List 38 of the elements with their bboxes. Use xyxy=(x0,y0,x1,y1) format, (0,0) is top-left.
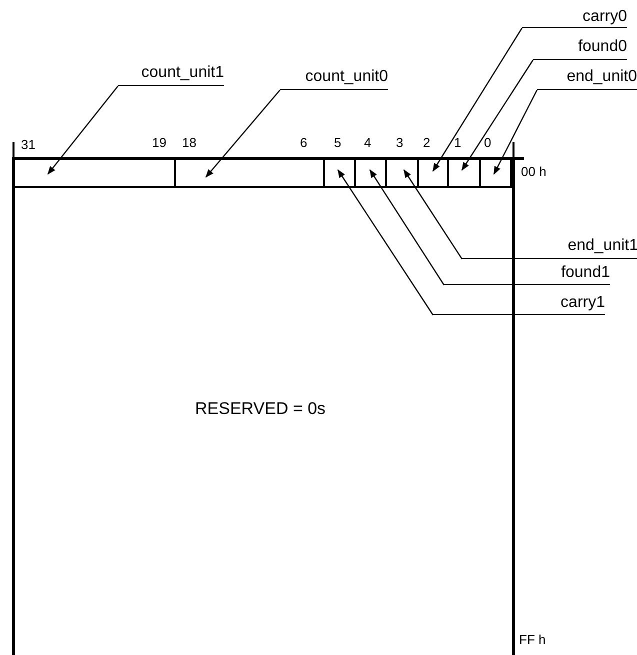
leader-line xyxy=(205,90,280,178)
bit-field-cell xyxy=(449,157,481,188)
leader-line xyxy=(370,169,444,286)
bit-number: 5 xyxy=(334,135,342,151)
bit-number: 4 xyxy=(364,135,372,151)
bit-field-cell xyxy=(13,157,176,188)
bit-number: 3 xyxy=(396,135,404,151)
leader-line xyxy=(338,169,434,316)
bit-number: 2 xyxy=(423,135,430,151)
bit-field-cell xyxy=(325,157,356,188)
bit-field-cell xyxy=(419,157,449,188)
field-name-label: found1 xyxy=(444,262,610,285)
bit-number: 18 xyxy=(182,135,196,151)
leader-line xyxy=(493,90,538,175)
field-name-label: count_unit0 xyxy=(280,66,388,90)
field-name-label: found0 xyxy=(533,36,627,60)
field-name-label: carry1 xyxy=(433,292,605,315)
bit-field-cell xyxy=(387,157,419,188)
leader-line xyxy=(462,60,534,171)
bit-number: 19 xyxy=(152,135,166,151)
bit-number: 31 xyxy=(21,137,36,153)
field-name-label: carry0 xyxy=(522,6,627,28)
leader-line xyxy=(404,169,462,260)
field-name-label: count_unit1 xyxy=(118,62,224,86)
address-label: FF h xyxy=(519,632,546,648)
bit-field-cell xyxy=(356,157,387,188)
bit-field-cell xyxy=(176,157,325,188)
bit-number: 1 xyxy=(454,135,462,151)
leader-line xyxy=(432,28,522,172)
bit-number: 6 xyxy=(300,135,308,151)
register-map-frame xyxy=(12,157,515,655)
field-name-label: end_unit0 xyxy=(537,66,637,90)
field-name-label: end_unit1 xyxy=(462,235,637,259)
bit-field-cell xyxy=(481,157,512,188)
bit-number: 0 xyxy=(484,135,492,151)
reserved-note: RESERVED = 0s xyxy=(195,398,326,420)
address-label: 00 h xyxy=(521,164,546,180)
leader-line xyxy=(47,86,118,175)
